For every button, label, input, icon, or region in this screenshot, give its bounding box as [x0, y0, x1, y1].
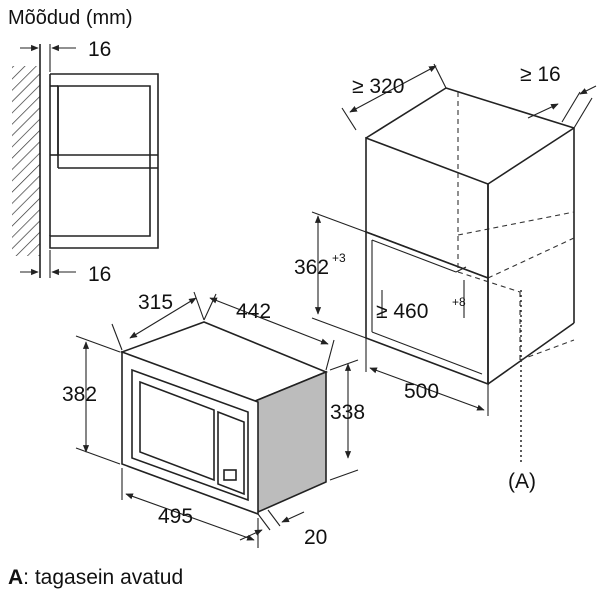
legend: A: tagasein avatud [8, 566, 183, 589]
appliance-window [139, 380, 215, 482]
niche-depth-label: 500 [404, 380, 439, 403]
diagram-title: Mõõdud (mm) [8, 7, 132, 29]
front-width-label: 495 [158, 505, 193, 528]
niche-depth-top-label: ≥ 320 [352, 75, 404, 98]
opening-height-label: 362 [294, 256, 329, 279]
front-thickness-label: 20 [304, 526, 327, 549]
niche-rear-gap-label: ≥ 16 [520, 63, 561, 86]
wall-hatch [12, 66, 40, 256]
side-view: 16 16 [12, 38, 159, 286]
appliance-control-panel [217, 410, 245, 496]
appliance-view: 315 442 382 338 495 20 [62, 291, 365, 549]
side-top-gap-label: 16 [88, 38, 111, 61]
door-button [223, 469, 237, 481]
body-height-label: 338 [330, 401, 365, 424]
rear-open-marker: (A) [508, 470, 536, 493]
legend-key: A [8, 566, 23, 589]
appliance-depth-label: 315 [138, 291, 173, 314]
opening-height-tolerance: +3 [332, 251, 346, 265]
front-height-label: 382 [62, 383, 97, 406]
appliance-width-label: 442 [236, 300, 271, 323]
cabinet-outline [49, 73, 159, 249]
side-bottom-gap-label: 16 [88, 263, 111, 286]
niche-view: (A) ≥ 320 ≥ 16 362 +3 ≥ 460 +8 500 [294, 63, 597, 493]
opening-width-label: ≥ 460 [376, 300, 428, 323]
opening-width-tolerance: +8 [452, 295, 466, 309]
legend-text: : tagasein avatud [23, 566, 183, 589]
